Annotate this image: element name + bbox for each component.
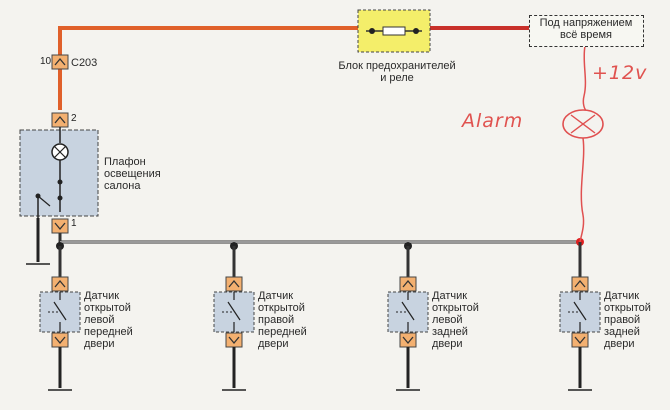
alarm-label: Alarm	[462, 110, 524, 132]
connector-pin-top: 10	[40, 56, 52, 67]
power-source-box	[529, 15, 644, 47]
sensor-right-rear-label: Датчик открытой правой задней двери	[604, 290, 651, 350]
sensor-left-rear-label: Датчик открытой левой задней двери	[432, 290, 479, 350]
alarm-voltage-label: +12v	[592, 62, 648, 84]
connector-label: C203	[71, 57, 98, 69]
sensor-left-front	[39, 246, 81, 391]
ground-module	[26, 218, 50, 265]
sensor-left-rear	[387, 246, 429, 391]
fuse-block	[357, 9, 431, 53]
connector-c203	[51, 54, 69, 70]
connector-pin-lamp: 2	[71, 113, 77, 124]
alarm-addition	[562, 45, 604, 243]
power-source-label: Под напряжением всё время	[539, 17, 633, 41]
connector-pin-bottom: 1	[71, 218, 77, 229]
door-sensor-bus	[56, 233, 584, 278]
dome-lamp-label: Плафон освещения салона	[104, 156, 161, 192]
power-wire	[58, 26, 529, 110]
fuse-block-label: Блок предохранителей и реле	[338, 60, 456, 84]
sensor-right-rear	[559, 242, 601, 391]
sensor-right-front-label: Датчик открытой правой передней двери	[258, 290, 307, 350]
sensor-left-front-label: Датчик открытой левой передней двери	[84, 290, 133, 350]
dome-lamp-module	[19, 112, 99, 234]
sensor-right-front	[213, 246, 255, 391]
